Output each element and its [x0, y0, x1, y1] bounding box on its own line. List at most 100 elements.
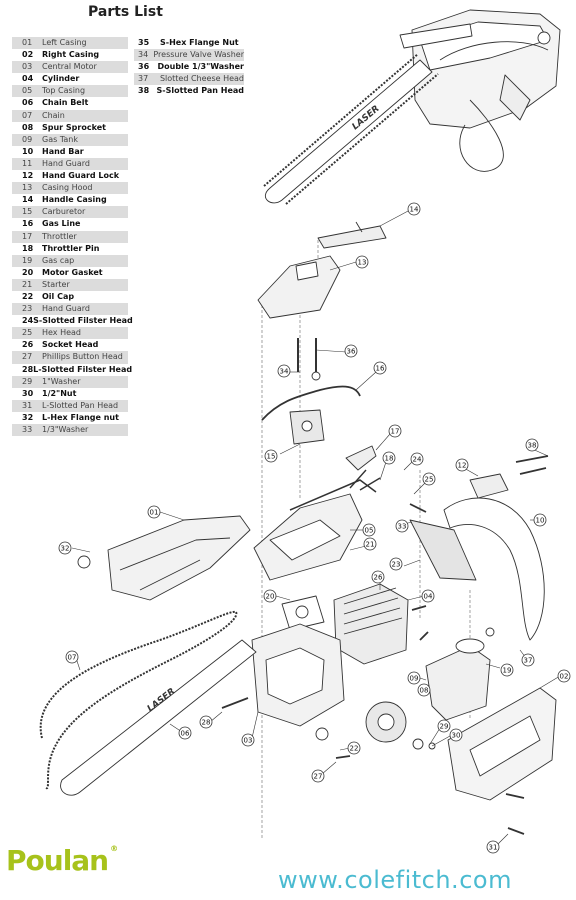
part-number: 29 [22, 376, 33, 386]
part-name: Throttler Pin [42, 243, 100, 253]
callout-28: 28 [199, 715, 213, 729]
part-number: 12 [22, 171, 34, 181]
part-number: 35 [138, 38, 150, 47]
hand-bar-part [443, 497, 545, 641]
callout-circle [388, 424, 402, 438]
part-number: 28 [22, 364, 34, 374]
callout-27: 27 [311, 769, 325, 783]
part-name: Gas Line [42, 219, 81, 229]
part-number: 13 [22, 183, 33, 193]
callout-label: 27 [314, 773, 323, 781]
parts-list-title: Parts List [88, 4, 163, 20]
part-name: Left Casing [42, 38, 87, 47]
callout-label: 37 [524, 657, 533, 665]
part-name: Hand Guard [42, 158, 91, 168]
part-name: Slotted Cheese Head [159, 74, 244, 84]
callout-circle [241, 733, 255, 747]
callout-label: 38 [528, 442, 537, 450]
callout-01: 01 [147, 505, 161, 519]
callout-label: 06 [181, 730, 190, 738]
callout-07: 07 [65, 650, 79, 664]
part-number: 31 [22, 400, 33, 410]
callout-label: 34 [280, 368, 289, 376]
part-name: Socket Head [42, 340, 99, 350]
parts-row: 12 Hand Guard Lock [12, 170, 128, 182]
part-name: Motor Gasket [42, 267, 103, 277]
callout-label: 05 [365, 527, 374, 535]
assembled-chainsaw: LASER [263, 9, 561, 205]
callout-label: 31 [489, 844, 498, 852]
callout-label: 19 [503, 667, 512, 675]
callout-circle [264, 449, 278, 463]
part-name: Hand Guard Lock [42, 171, 120, 181]
callout-15: 15 [264, 449, 278, 463]
callout-09: 09 [407, 671, 421, 685]
callout-label: 22 [350, 745, 359, 753]
callout-circle [525, 438, 539, 452]
part-number: 09 [22, 134, 33, 144]
part-number: 22 [22, 291, 34, 301]
part-number: 07 [22, 110, 33, 120]
part-name: Cylinder [42, 74, 80, 84]
part-name: Central Motor [42, 62, 97, 72]
part-number: 04 [22, 74, 34, 84]
part-number: 18 [22, 243, 34, 253]
part-name: Double 1/3"Washer [157, 62, 245, 72]
part-number: 03 [22, 62, 33, 72]
callout-21: 21 [363, 537, 377, 551]
callout-label: 14 [410, 206, 419, 214]
callout-10: 10 [533, 513, 547, 527]
callout-label: 33 [398, 523, 407, 531]
callout-34: 34 [277, 364, 291, 378]
callout-circle [355, 255, 369, 269]
website-url: www.colefitch.com [278, 866, 512, 894]
callout-label: 17 [391, 428, 400, 436]
parts-row: 03 Central Motor [12, 61, 128, 74]
callout-circle [407, 671, 421, 685]
callout-13: 13 [355, 255, 369, 269]
callout-38: 38 [525, 438, 539, 452]
callout-label: 09 [410, 675, 419, 683]
part-number: 34 [138, 50, 149, 60]
callout-label: 16 [376, 365, 385, 373]
callout-22: 22 [347, 741, 361, 755]
callout-circle [371, 570, 385, 584]
part-name: Starter [42, 279, 70, 289]
callout-circle [344, 344, 358, 358]
callout-20: 20 [263, 589, 277, 603]
part-name: 1/2"Nut [42, 388, 77, 398]
callout-08: 08 [417, 683, 431, 697]
parts-row: 31 L-Slotted Pan Head [12, 399, 128, 412]
callout-06: 06 [178, 726, 192, 740]
callout-circle [422, 472, 436, 486]
callout-label: 28 [202, 719, 211, 727]
parts-row: 04 Cylinder [12, 73, 128, 85]
callout-label: 23 [392, 561, 401, 569]
callout-37: 37 [521, 653, 535, 667]
callout-label: 01 [150, 509, 159, 517]
callout-label: 36 [347, 348, 356, 356]
hand-guard-part [409, 519, 477, 581]
callout-16: 16 [373, 361, 387, 375]
callout-circle [533, 513, 547, 527]
callout-circle [382, 451, 396, 465]
callout-circle [311, 769, 325, 783]
callout-circle [486, 840, 500, 854]
callout-label: 24 [413, 456, 422, 464]
callout-circle [557, 669, 571, 683]
callout-circle [263, 589, 277, 603]
callout-label: 25 [425, 476, 434, 484]
part-name: L-Slotted Pan Head [42, 400, 119, 410]
